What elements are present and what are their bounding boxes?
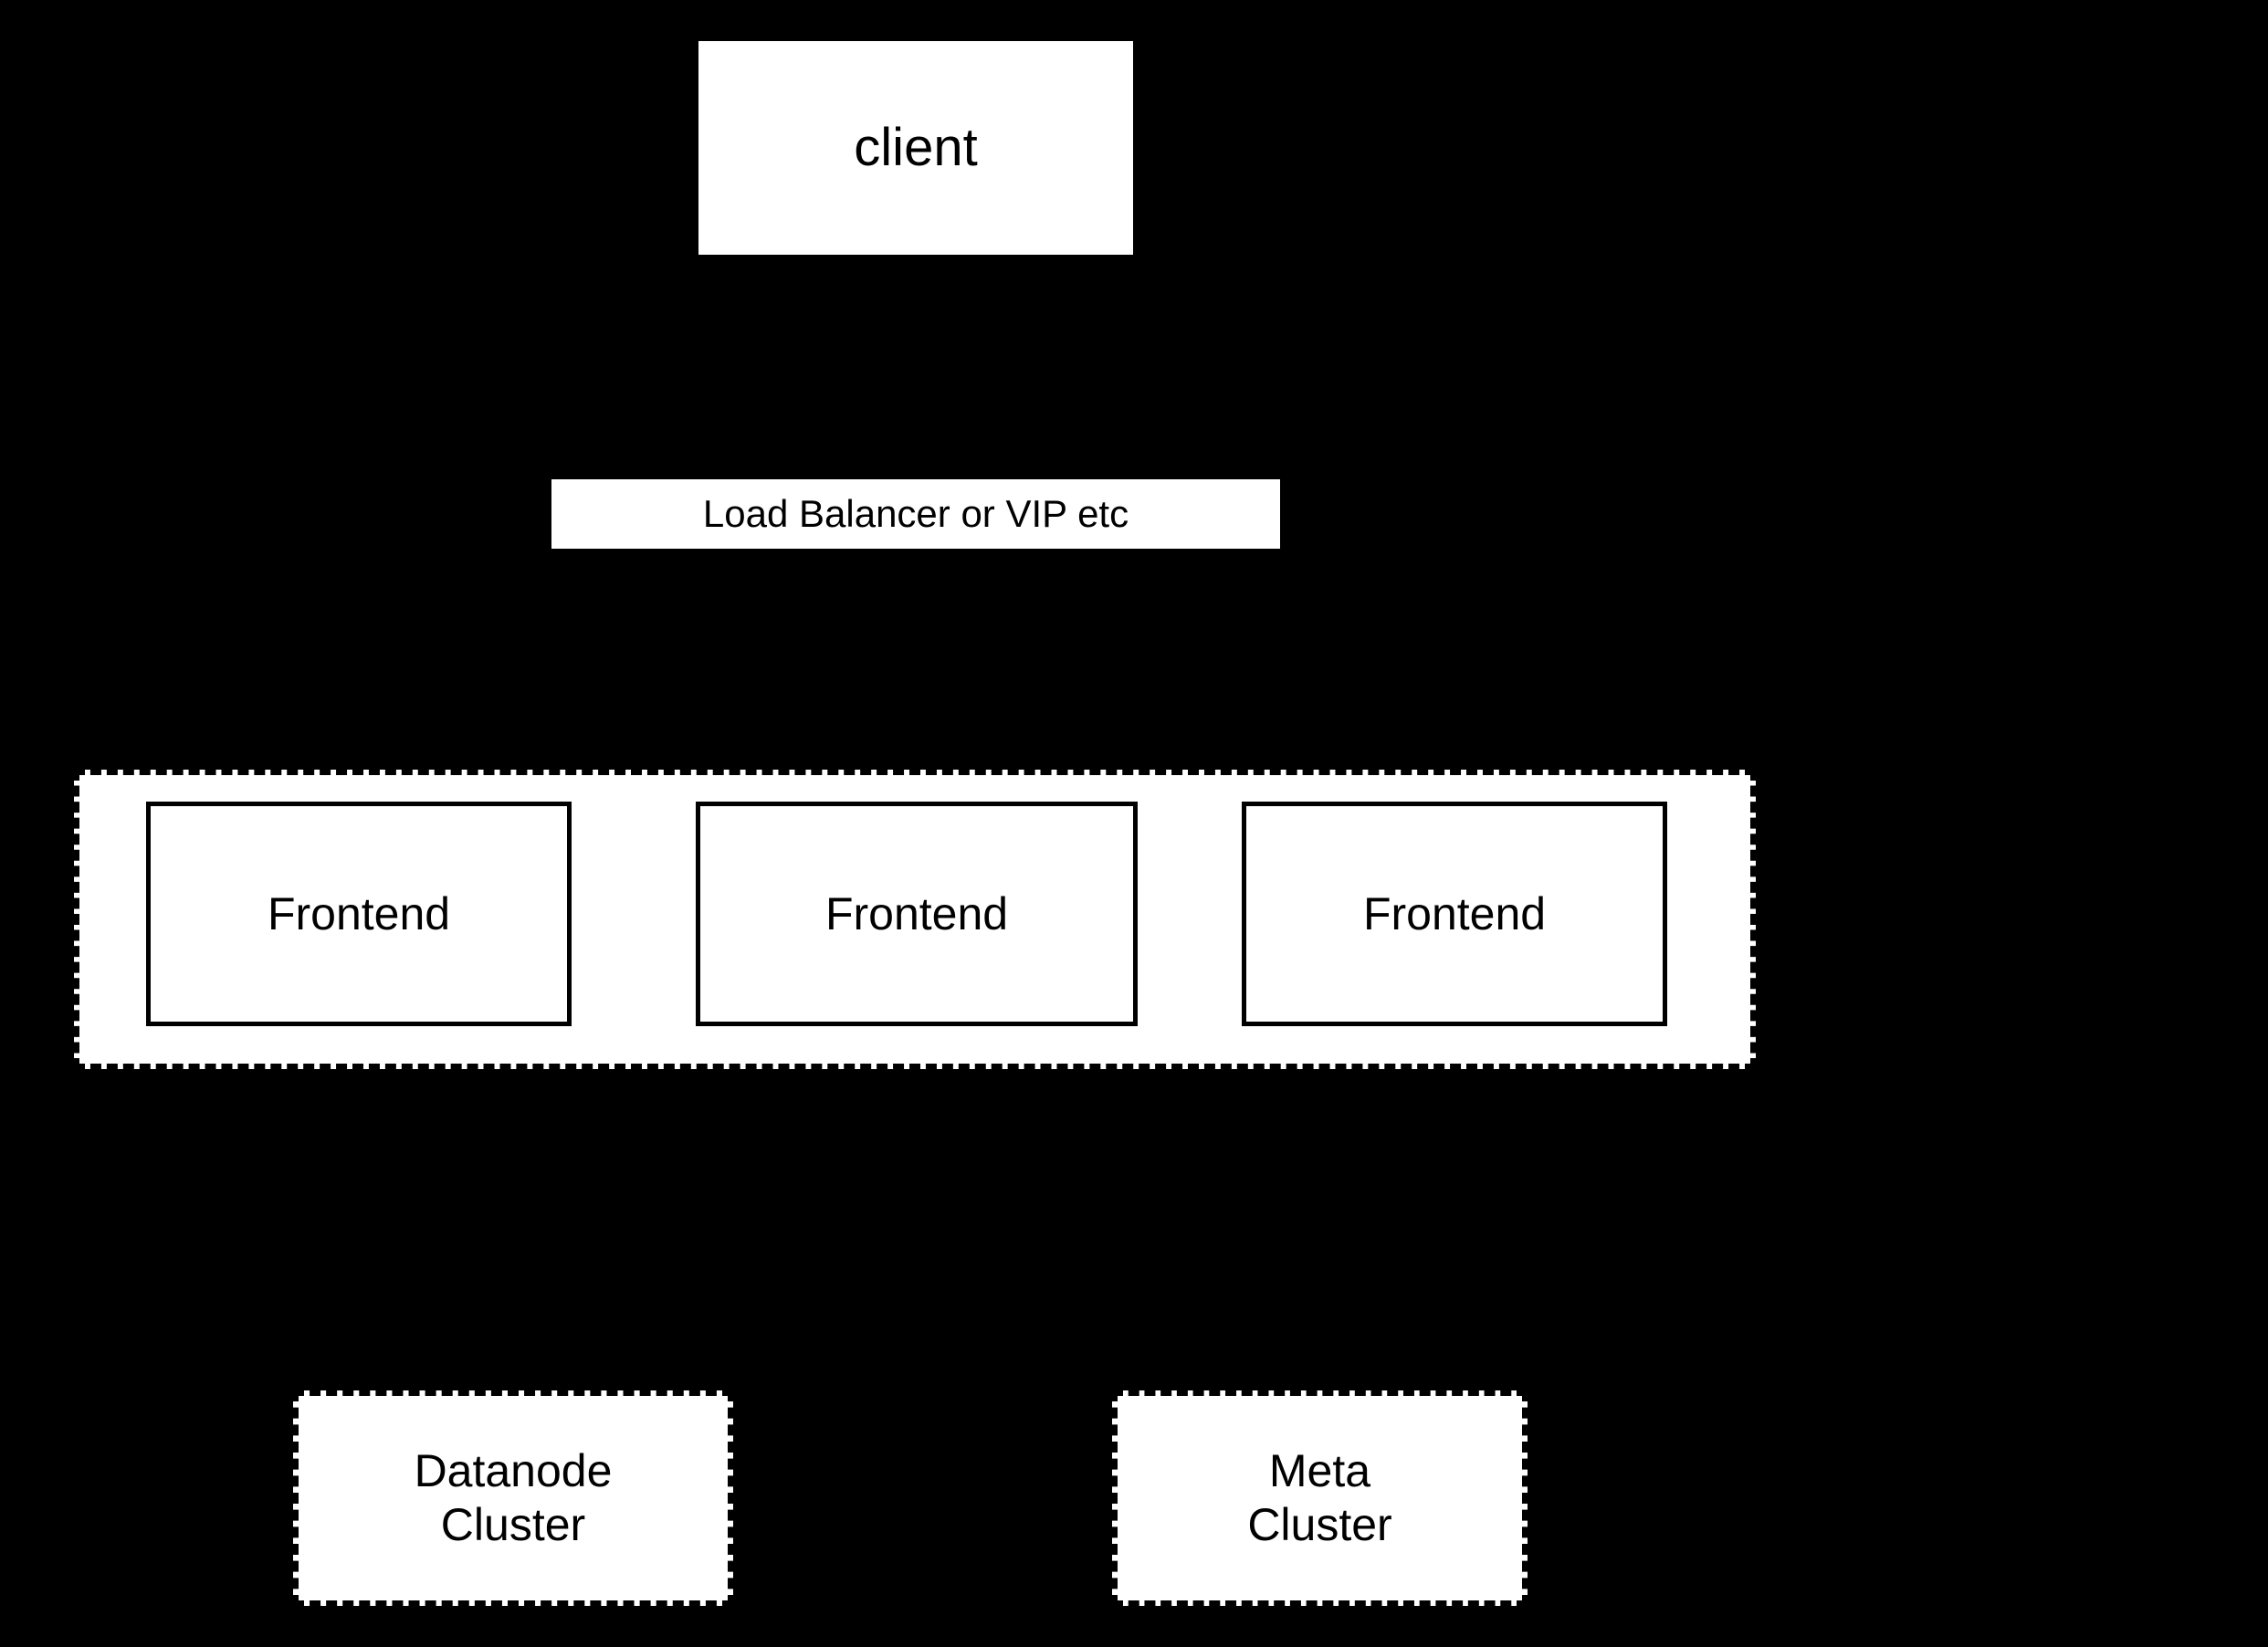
node-client-label: client (854, 117, 978, 177)
node-meta-cluster-label: Meta Cluster (1247, 1445, 1392, 1550)
node-frontend-2-label: Frontend (824, 887, 1009, 939)
node-datanode-cluster[interactable]: Datanode Cluster (293, 1390, 733, 1606)
node-frontend-2[interactable]: Frontend (696, 802, 1138, 1026)
node-meta-cluster[interactable]: Meta Cluster (1112, 1390, 1528, 1606)
node-load-balancer-label: Load Balancer or VIP etc (702, 492, 1129, 536)
node-frontend-3[interactable]: Frontend (1242, 802, 1667, 1026)
node-frontend-1[interactable]: Frontend (146, 802, 572, 1026)
node-frontend-1-label: Frontend (267, 887, 451, 939)
node-client[interactable]: client (698, 41, 1133, 255)
node-datanode-cluster-label: Datanode Cluster (414, 1445, 613, 1550)
node-frontend-3-label: Frontend (1362, 887, 1547, 939)
node-load-balancer[interactable]: Load Balancer or VIP etc (551, 479, 1280, 549)
